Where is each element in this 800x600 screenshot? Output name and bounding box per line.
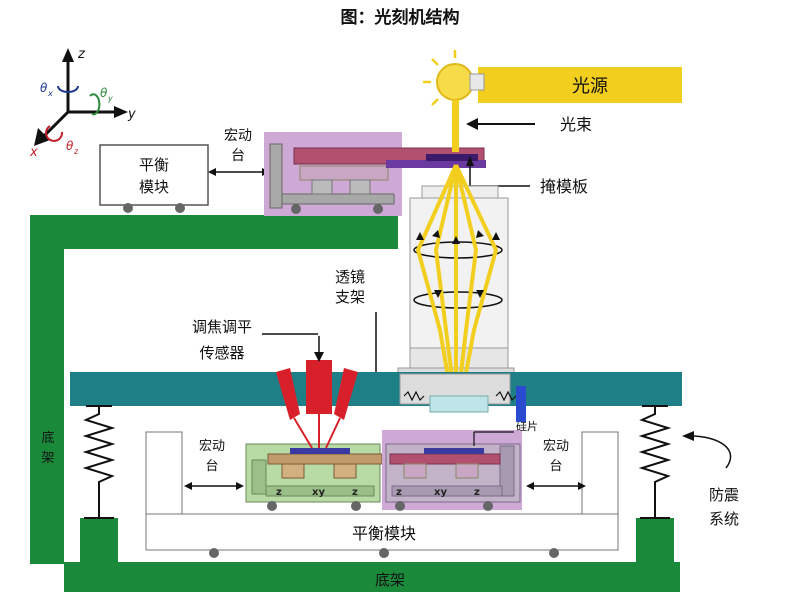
svg-text:系统: 系统 — [709, 510, 739, 528]
coordinate-axes: z y x θ x θ y θ z — [29, 47, 136, 160]
svg-text:宏动: 宏动 — [543, 439, 569, 454]
svg-text:x: x — [47, 89, 53, 98]
mask-label: 掩模板 — [466, 156, 588, 196]
svg-text:y: y — [107, 94, 113, 103]
light-source: 光源 — [423, 50, 682, 112]
svg-text:防震: 防震 — [709, 486, 739, 504]
wafer-stage-right: z xy z — [382, 430, 522, 511]
top-macro-stage-label: 宏动 台 — [208, 128, 270, 176]
lens-tip — [429, 395, 489, 413]
svg-text:台: 台 — [205, 459, 218, 474]
svg-text:z: z — [474, 487, 480, 498]
lower-balance-module: 平衡模块 — [145, 431, 619, 558]
upper-frame — [30, 215, 398, 564]
svg-text:xy: xy — [312, 487, 325, 498]
focus-sensor-label-2: 传感器 — [199, 344, 244, 362]
top-balance-label-1: 平衡 — [139, 156, 169, 174]
top-balance-module: 平衡 模块 — [99, 144, 209, 213]
svg-text:台: 台 — [231, 148, 245, 164]
svg-text:硅片: 硅片 — [516, 420, 538, 433]
base-bottom-label: 底架 — [375, 571, 405, 589]
metrology-plate — [70, 372, 682, 406]
svg-text:z: z — [396, 487, 402, 498]
axis-y-label: y — [127, 107, 136, 122]
svg-text:台: 台 — [549, 459, 562, 474]
svg-text:z: z — [73, 147, 79, 156]
theta-y-label: θ — [100, 86, 108, 100]
wafer-label: 硅片 — [473, 420, 538, 446]
anti-vibration-label: 防震 系统 — [682, 431, 739, 528]
svg-text:光束: 光束 — [560, 115, 592, 134]
focus-sensor — [276, 336, 358, 449]
svg-text:z: z — [276, 487, 282, 498]
base-frame: 底架 底 架 — [41, 430, 680, 592]
lower-balance-label: 平衡模块 — [352, 524, 416, 543]
axis-x-label: x — [29, 145, 38, 160]
base-side-label-1: 底 — [41, 430, 54, 446]
diagram-title: 图：光刻机结构 — [341, 7, 460, 28]
theta-x-label: θ — [40, 81, 48, 95]
top-balance-label-2: 模块 — [139, 178, 169, 196]
lower-right-macro-label: 宏动 台 — [526, 439, 586, 490]
axis-z-label: z — [77, 47, 86, 62]
svg-text:宏动: 宏动 — [199, 439, 225, 454]
lower-left-macro-label: 宏动 台 — [184, 439, 244, 490]
lamp-icon — [436, 63, 474, 101]
svg-text:掩模板: 掩模板 — [540, 177, 588, 196]
svg-text:xy: xy — [434, 487, 447, 498]
light-beam — [452, 100, 459, 152]
theta-z-label: θ — [66, 139, 74, 153]
spring-right — [638, 405, 672, 519]
interferometer — [516, 386, 526, 422]
reticle-stage — [264, 132, 486, 216]
wafer-stage-left: z xy z — [245, 443, 383, 511]
spring-left — [82, 405, 116, 519]
svg-text:支架: 支架 — [335, 288, 365, 306]
projection-lens — [397, 164, 515, 401]
base-side-label-2: 架 — [41, 451, 54, 466]
focus-sensor-label-1: 调焦调平 — [192, 318, 252, 336]
light-source-label: 光源 — [572, 76, 608, 97]
metrology-coils — [403, 390, 517, 402]
svg-text:z: z — [352, 487, 358, 498]
light-beam-label: 光束 — [466, 115, 592, 134]
svg-text:透镜: 透镜 — [335, 268, 365, 286]
svg-text:宏动: 宏动 — [224, 128, 252, 144]
